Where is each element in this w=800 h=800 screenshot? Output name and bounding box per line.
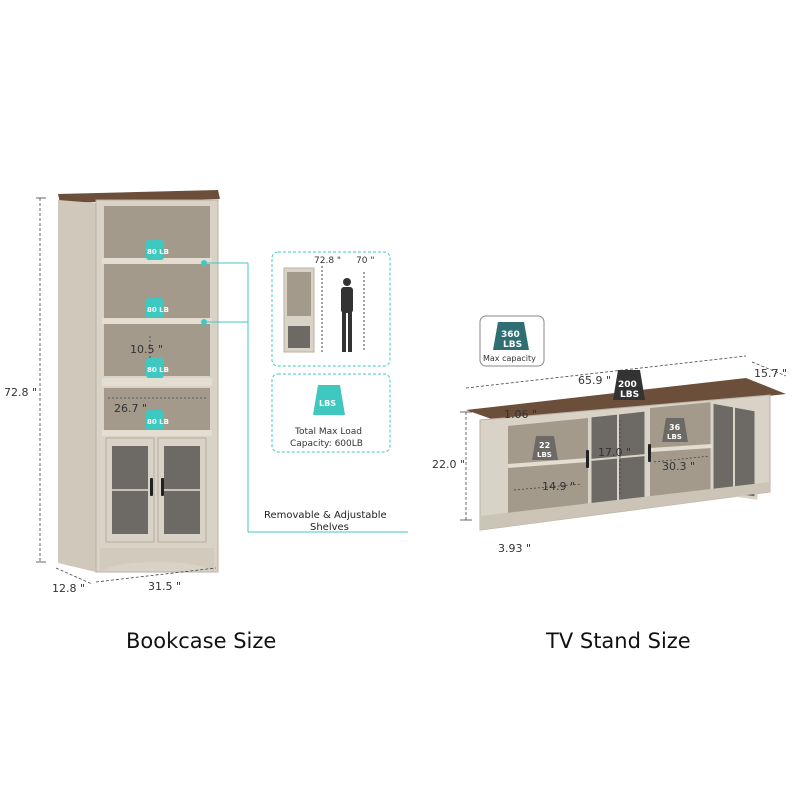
tv-depth-label: 15.7 "	[754, 367, 787, 380]
weight-badge: 80 LB	[146, 358, 169, 378]
tv-shelf-load-right-value: 36	[669, 423, 681, 432]
scale-height-label: 72.8 "	[314, 256, 341, 266]
tv-top-load-badge: 200 LBS	[613, 370, 645, 400]
weight-icon	[662, 418, 688, 442]
tv-side-shelf-width-label: 14.9 "	[542, 480, 575, 493]
tv-max-capacity-unit: LBS	[503, 340, 522, 350]
scale-person-label: 70 "	[356, 256, 374, 266]
weight-badge: 80 LB	[146, 298, 169, 318]
bookcase-height-label: 72.8 "	[4, 386, 37, 399]
bookcase-shelf-gap-label: 10.5 "	[130, 343, 163, 356]
tv-height-label: 22.0 "	[432, 458, 465, 471]
bookcase-illustration	[58, 190, 220, 573]
tv-stand-caption: TV Stand Size	[546, 629, 691, 653]
scale-callout: 72.8 " 70 "	[271, 251, 391, 367]
tv-top-load-value: 200	[618, 380, 637, 390]
tv-max-capacity-value: 360	[501, 330, 520, 340]
tv-width-label: 65.9 "	[578, 374, 611, 387]
total-load-line1: Total Max Load	[294, 427, 362, 437]
tv-max-capacity-label: Max capacity	[483, 354, 536, 363]
total-load-callout: LBS Total Max Load Capacity: 600LB	[271, 373, 391, 453]
tv-shelf-load-left-value: 22	[539, 441, 550, 450]
bookcase-width-label: 31.5 "	[148, 580, 181, 593]
tv-base-height-label: 3.93 "	[498, 542, 531, 555]
weight-badge-label: 80 LB	[147, 306, 169, 314]
weight-badge: 80 LB	[146, 410, 169, 430]
bookcase-caption: Bookcase Size	[126, 629, 277, 653]
tv-stand-illustration	[466, 378, 786, 531]
total-load-icon-label: LBS	[319, 399, 336, 408]
tv-max-capacity-badge: 360 LBS Max capacity	[479, 315, 545, 367]
tv-top-thickness-label: 1.06 "	[504, 408, 537, 421]
tv-shelf-load-badge-right: 36 LBS	[662, 418, 688, 442]
weight-badge-label: 80 LB	[147, 248, 169, 256]
tv-shelf-load-badge-left: 22 LBS	[532, 436, 558, 460]
tv-inner-height-label: 17.0 "	[598, 446, 631, 459]
tv-dimension-lines	[460, 355, 787, 521]
weight-icon	[313, 385, 345, 415]
tv-shelf-load-right-unit: LBS	[667, 433, 682, 441]
bookcase-dimension-lines	[36, 197, 217, 585]
weight-badge-label: 80 LB	[147, 418, 169, 426]
weight-icon	[532, 436, 558, 460]
weight-badge: 80 LB	[146, 240, 169, 260]
weight-icon	[613, 370, 645, 400]
bookcase-depth-label: 12.8 "	[52, 582, 85, 595]
bookcase-inner-width-label: 26.7 "	[114, 402, 147, 415]
tv-inner-width-label: 30.3 "	[662, 460, 695, 473]
shelves-note-line2: Shelves	[310, 522, 349, 533]
tv-shelf-load-left-unit: LBS	[537, 451, 552, 459]
shelves-note-line1: Removable & Adjustable	[264, 510, 387, 521]
weight-badge-label: 80 LB	[147, 366, 169, 374]
tv-top-load-unit: LBS	[620, 390, 639, 400]
weight-icon	[493, 322, 529, 350]
callout-lines	[201, 260, 408, 533]
total-load-line2: Capacity: 600LB	[290, 439, 363, 449]
